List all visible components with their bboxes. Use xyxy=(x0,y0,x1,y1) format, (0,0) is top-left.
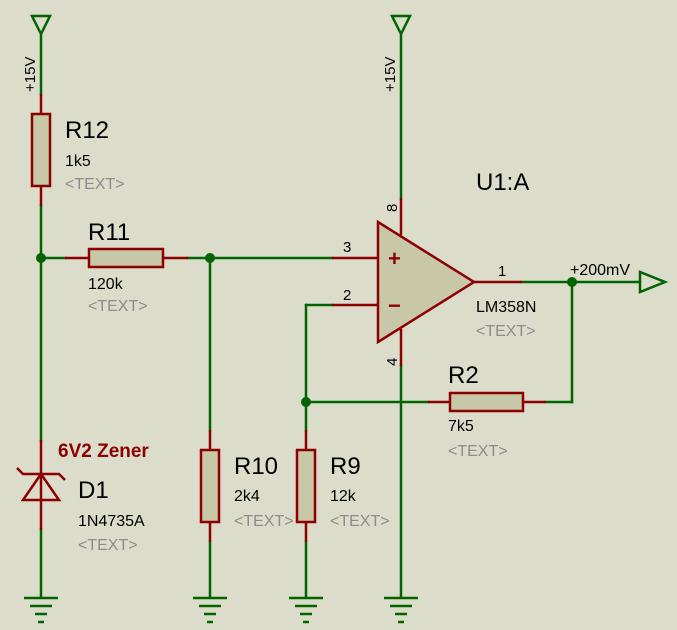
r10-value: 2k4 xyxy=(234,488,260,505)
r11-text-placeholder: <TEXT> xyxy=(88,298,148,315)
junction-node xyxy=(301,397,311,407)
d1-text-placeholder: <TEXT> xyxy=(78,537,138,554)
ground-symbol xyxy=(384,596,418,624)
power-rail-opamp xyxy=(389,14,413,37)
r2-value: 7k5 xyxy=(448,418,474,435)
wires xyxy=(39,32,642,598)
r10-ref: R10 xyxy=(234,453,278,480)
d1-note: 6V2 Zener xyxy=(58,441,149,462)
rail-label-left: +15V xyxy=(22,57,39,92)
r9-text-placeholder: <TEXT> xyxy=(330,513,390,530)
resistor-r12[interactable] xyxy=(30,94,52,206)
rail-label-opamp: +15V xyxy=(382,57,399,92)
d1-value: 1N4735A xyxy=(78,513,145,530)
junction-node xyxy=(36,253,46,263)
u1-value: LM358N xyxy=(476,299,536,316)
resistor-r10[interactable] xyxy=(199,430,221,542)
pin-label-8: 8 xyxy=(384,204,401,212)
r11-value: 120k xyxy=(88,276,124,293)
opamp-minus-sign: − xyxy=(388,293,401,318)
ground-symbol xyxy=(24,596,58,624)
r2-text-placeholder: <TEXT> xyxy=(448,443,508,460)
r10-text-placeholder: <TEXT> xyxy=(234,513,294,530)
d1-ref: D1 xyxy=(78,477,109,504)
r9-value: 12k xyxy=(330,488,357,505)
ground-symbol xyxy=(193,596,227,624)
junction-node xyxy=(205,253,215,263)
r11-ref: R11 xyxy=(88,219,130,246)
ground-symbol xyxy=(289,596,323,624)
pin-label-3: 3 xyxy=(343,239,351,256)
r12-text-placeholder: <TEXT> xyxy=(65,176,125,193)
zener-diode-d1[interactable] xyxy=(16,440,66,530)
u1-text-placeholder: <TEXT> xyxy=(476,323,536,340)
resistor-r11[interactable] xyxy=(65,247,188,269)
opamp-plus-sign: + xyxy=(388,246,401,271)
opamp-u1a[interactable] xyxy=(332,198,522,366)
output-terminal[interactable] xyxy=(638,270,669,294)
u1-ref: U1:A xyxy=(476,169,529,196)
output-label: +200mV xyxy=(570,262,630,279)
r12-ref: R12 xyxy=(65,117,109,144)
pin-label-2: 2 xyxy=(343,287,351,304)
resistor-r2[interactable] xyxy=(428,391,546,413)
r2-ref: R2 xyxy=(448,362,479,389)
r12-value: 1k5 xyxy=(65,153,91,170)
pin-label-4: 4 xyxy=(384,358,401,366)
power-rail-left xyxy=(29,14,53,37)
resistor-r9[interactable] xyxy=(295,430,317,542)
pin-label-1: 1 xyxy=(498,263,506,280)
r9-ref: R9 xyxy=(330,453,361,480)
junction-node xyxy=(567,277,577,287)
